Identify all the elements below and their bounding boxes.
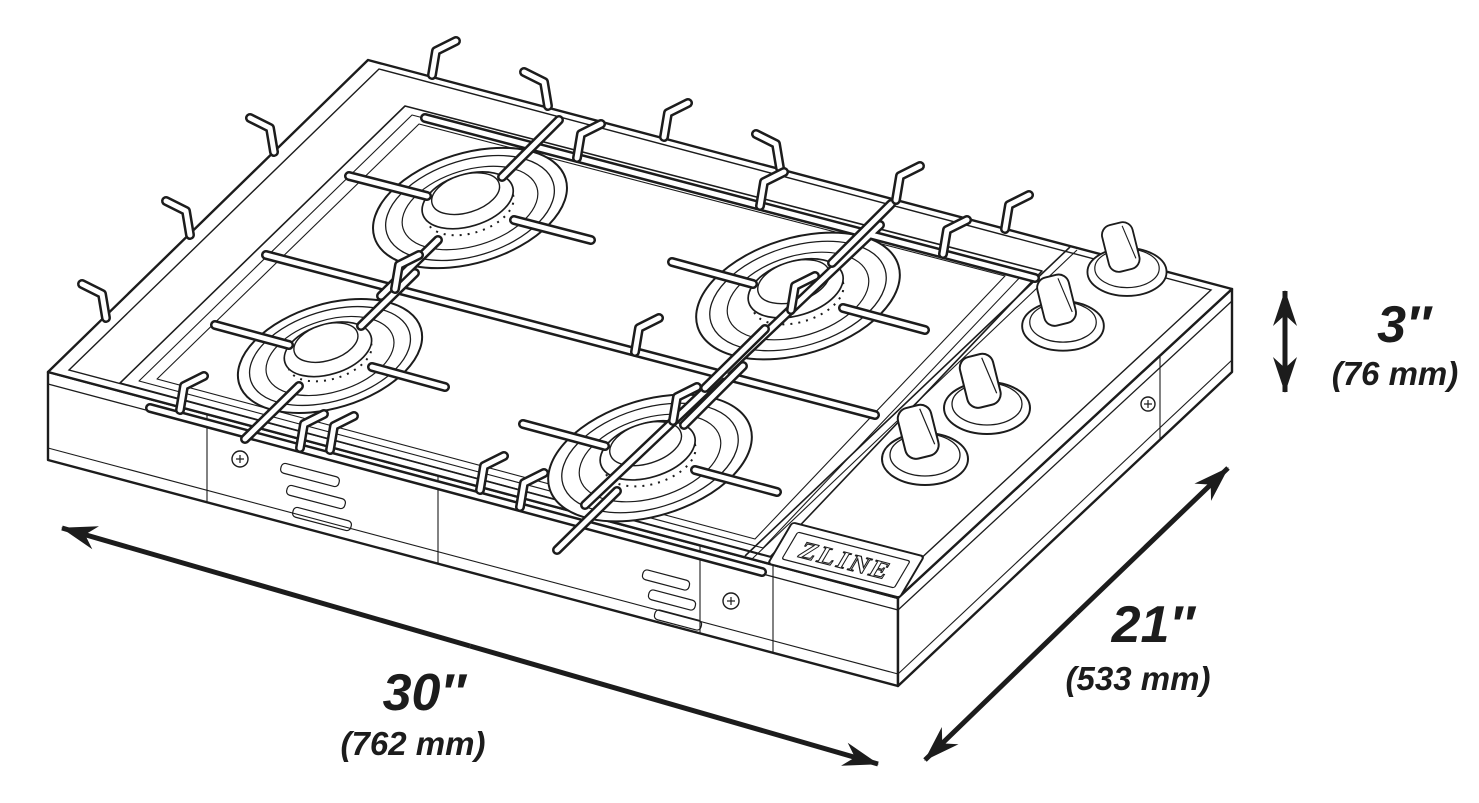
grate-arms [210,115,930,555]
control-knob-3 [943,352,1031,435]
width-inches-label: 30″ [383,664,468,722]
cooktop-body [46,287,1234,688]
control-knob-4 [881,403,969,486]
width-metric-label: (762 mm) [341,725,486,762]
control-knob-2 [1021,273,1105,352]
vent-slots-left [279,462,353,532]
burner-back-left [372,146,568,270]
control-knob-1 [1086,221,1168,297]
screw-front-left [231,450,249,468]
depth-inches-label: 21″ [1111,596,1197,654]
control-panel-seam [744,246,1078,560]
control-knobs [881,221,1168,486]
dimension-depth: 21″ (533 mm) [923,466,1230,762]
dimension-width: 30″ (762 mm) [61,525,879,767]
grate-rails [145,113,1040,577]
grates [82,41,1040,577]
screw-front-middle [722,592,740,610]
vent-slots-middle [641,569,703,631]
depth-metric-label: (533 mm) [1066,660,1211,697]
height-inches-label: 3″ [1377,296,1433,354]
screw-right-panel [1140,396,1156,412]
depth-arrow [923,612,1078,762]
burner-front-left [236,298,424,414]
height-metric-label: (76 mm) [1332,355,1459,392]
width-arrow [61,525,471,649]
dimension-height: 3″ (76 mm) [1273,290,1459,393]
